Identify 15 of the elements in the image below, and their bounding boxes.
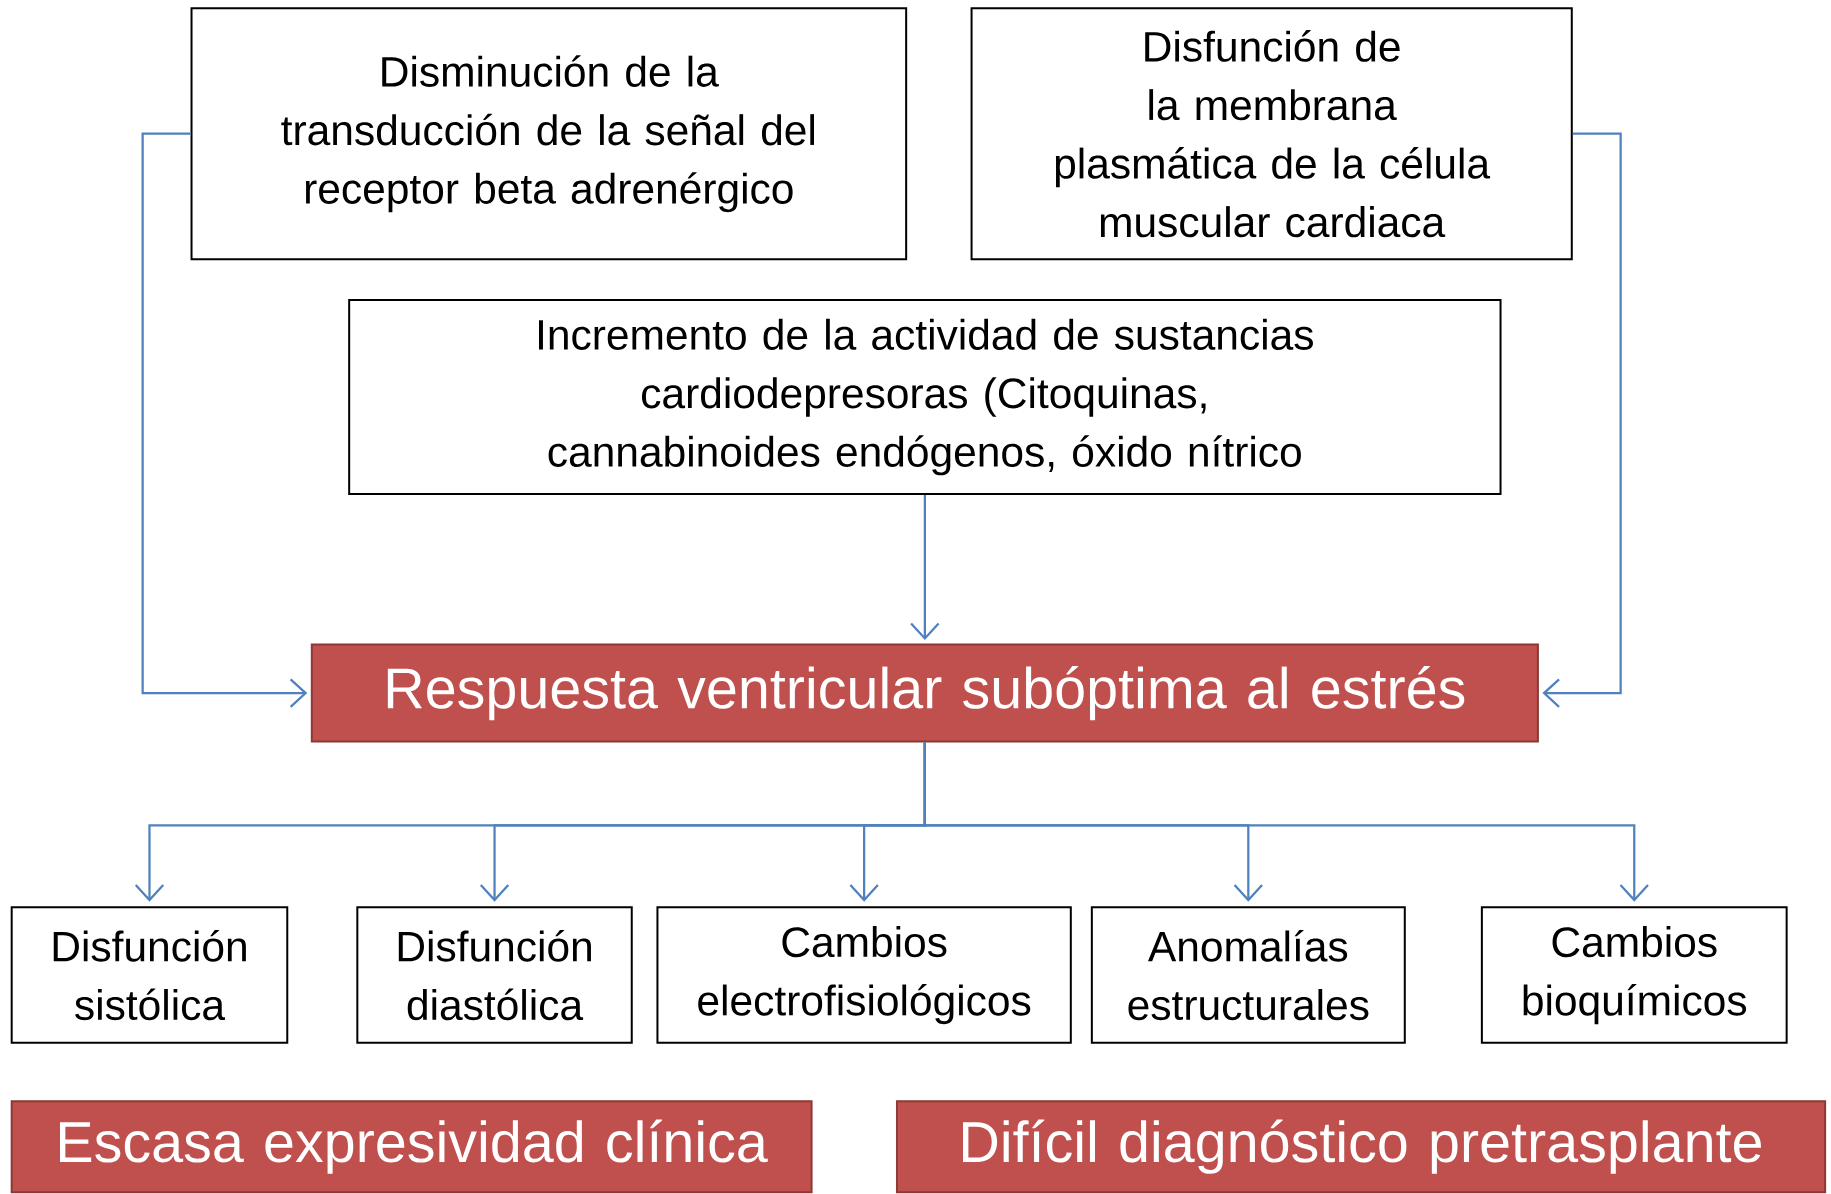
highlight-box: Respuesta ventricular subóptima al estrés <box>310 643 1539 743</box>
arrow <box>141 132 308 708</box>
process-box: Disfunción sistólica <box>10 906 289 1044</box>
process-box: Disfunción diastólica <box>356 906 633 1044</box>
process-box: Incremento de la actividad de sustancias cardiodepresoras (Citoquinas, cannabinoides endógenos, óxido nítrico <box>348 299 1502 495</box>
process-box: Disfunción de la membrana plasmática de la célula muscular cardiaca <box>970 7 1573 261</box>
arrow <box>1542 132 1622 708</box>
arrow <box>923 742 1649 902</box>
process-box: Anomalías estructurales <box>1090 906 1406 1044</box>
highlight-box: Difícil diagnóstico pretrasplante <box>895 1100 1827 1194</box>
highlight-box: Escasa expresividad clínica <box>10 1100 813 1194</box>
process-box: Cambios bioquímicos <box>1480 906 1788 1044</box>
process-box: Cambios electrofisiológicos <box>656 906 1072 1044</box>
process-box: Disminución de la transducción de la señal del receptor beta adrenérgico <box>190 7 908 261</box>
arrow <box>910 494 940 641</box>
